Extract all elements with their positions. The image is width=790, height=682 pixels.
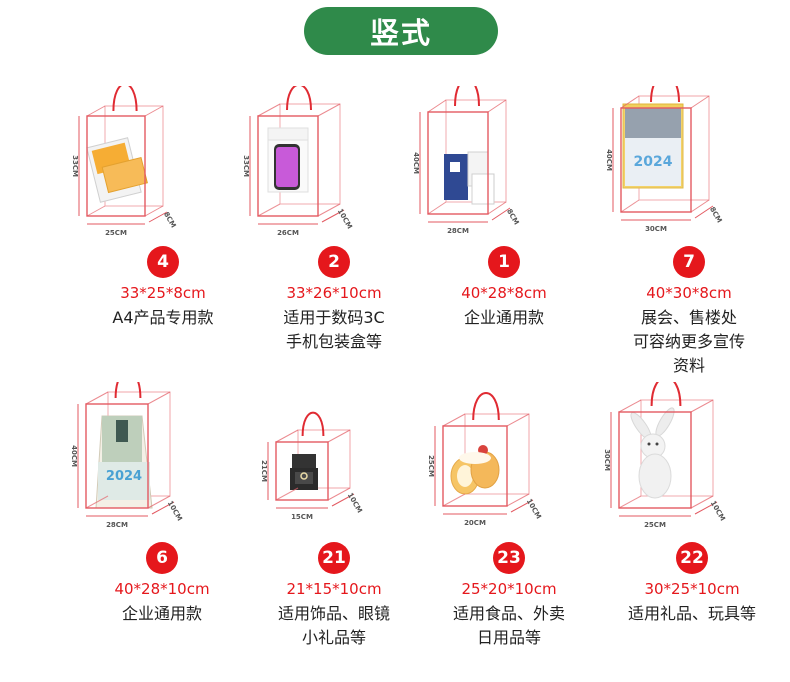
bag-illustration: 40CM 28CM 8CM	[412, 86, 520, 235]
product-card: 30CM 25CM 10CM 22 30*25*10cm 适用礼品、玩具等	[594, 382, 790, 682]
model-number-badge: 4	[147, 246, 179, 278]
bag-dimensions: 25*20*10cm	[461, 580, 557, 598]
bag-illustration: 33CM 26CM 10CM	[242, 86, 354, 236]
bag-dimensions: 30*25*10cm	[644, 580, 740, 598]
bag-front	[86, 115, 146, 217]
bag-handle	[454, 86, 480, 107]
bag-illustration: 30CM 25CM 10CM	[603, 382, 727, 529]
description-line: 资料	[672, 356, 705, 375]
depth-label: 10CM	[709, 500, 727, 523]
description-line: 日用品等	[476, 628, 541, 647]
depth-label: 10CM	[166, 500, 184, 523]
description-line: 企业通用款	[121, 604, 202, 623]
width-label: 30CM	[645, 225, 667, 233]
section-title: 竖式	[304, 7, 498, 55]
bag-dimensions: 40*30*8cm	[646, 284, 732, 302]
height-label: 25CM	[427, 455, 435, 477]
width-label: 26CM	[277, 229, 299, 236]
bag-description: 适用礼品、玩具等	[594, 602, 790, 626]
bag-handle	[650, 382, 682, 407]
height-label: 30CM	[603, 449, 611, 471]
width-label: 28CM	[106, 521, 128, 529]
calendar-year-text: 2024	[106, 469, 142, 484]
bag-description: 企业通用款	[64, 602, 260, 626]
calendar-year-text: 2024	[634, 154, 673, 170]
bag-description: A4产品专用款	[65, 306, 261, 330]
bag-dimensions: 40*28*8cm	[461, 284, 547, 302]
bag-description: 展会、售楼处可容纳更多宣传资料	[591, 306, 787, 378]
bag-handle	[650, 86, 680, 103]
depth-label: 10CM	[525, 498, 543, 521]
description-line: 展会、售楼处	[640, 308, 737, 327]
description-line: 适用礼品、玩具等	[627, 604, 756, 623]
depth-label: 10CM	[336, 208, 354, 231]
description-line: 小礼品等	[301, 628, 366, 647]
description-line: 适用饰品、眼镜	[277, 604, 390, 623]
bag-handle	[472, 392, 500, 421]
description-line: 可容纳更多宣传	[632, 332, 745, 351]
width-label: 15CM	[291, 513, 313, 521]
height-label: 40CM	[70, 445, 78, 467]
height-label: 33CM	[71, 155, 79, 177]
bag-dimensions: 33*25*8cm	[120, 284, 206, 302]
description-line: 适用食品、外卖	[452, 604, 565, 623]
bag-dimensions: 33*26*10cm	[286, 284, 382, 302]
bag-illustration: 25CM 20CM 10CM	[427, 392, 543, 527]
bag-dimensions: 40*28*10cm	[114, 580, 210, 598]
product-card: 33CM 26CM 10CM 2 33*26*10cm 适用于数码3C 手机包装盒等	[236, 86, 432, 386]
model-number-badge: 7	[673, 246, 705, 278]
width-label: 25CM	[644, 521, 666, 529]
bag-illustration: 2024 40CM 28CM 10CM	[70, 382, 184, 529]
height-label: 21CM	[260, 460, 268, 482]
bag-front	[257, 115, 319, 217]
depth-label: 8CM	[708, 206, 723, 225]
width-label: 28CM	[447, 227, 469, 235]
bag-handle	[301, 411, 325, 437]
description-line: 适用于数码3C	[283, 308, 385, 327]
bag-front	[620, 107, 692, 213]
depth-label: 8CM	[162, 211, 177, 230]
model-number-badge: 23	[493, 542, 525, 574]
bag-description: 适用于数码3C 手机包装盒等	[236, 306, 432, 354]
bag-illustration: 33CM 25CM 8CM	[71, 86, 177, 236]
bag-illustration: 21CM 15CM 10CM	[260, 411, 364, 521]
description-line: A4产品专用款	[112, 308, 214, 327]
depth-label: 8CM	[505, 208, 520, 227]
model-number-badge: 6	[146, 542, 178, 574]
bag-description: 适用饰品、眼镜小礼品等	[236, 602, 432, 650]
product-card: 21CM 15CM 10CM 21 21*15*10cm 适用饰品、眼镜小礼品等	[236, 382, 432, 682]
width-label: 25CM	[105, 229, 127, 236]
height-label: 40CM	[412, 152, 420, 174]
product-card: 40CM 28CM 8CM 1 40*28*8cm 企业通用款	[406, 86, 602, 386]
width-label: 20CM	[464, 519, 486, 527]
model-number-badge: 22	[676, 542, 708, 574]
bag-handle	[112, 86, 138, 112]
bag-description: 适用食品、外卖日用品等	[411, 602, 607, 650]
bag-illustration: 2024 40CM 30CM 8CM	[605, 86, 723, 233]
model-number-badge: 2	[318, 246, 350, 278]
product-card: 25CM 20CM 10CM 23 25*20*10cm 适用食品、外卖日用品等	[411, 382, 607, 682]
bag-front	[275, 441, 329, 501]
description-line: 手机包装盒等	[285, 332, 382, 351]
bag-handle	[114, 382, 142, 399]
description-line: 企业通用款	[463, 308, 544, 327]
bag-front	[85, 403, 149, 509]
model-number-badge: 1	[488, 246, 520, 278]
bag-front	[427, 111, 489, 215]
height-label: 40CM	[605, 149, 613, 171]
height-label: 33CM	[242, 155, 250, 177]
product-card: 2024 40CM 28CM 10CM 6 40*28*10cm 企业通用款	[64, 382, 260, 682]
bag-dimensions: 21*15*10cm	[286, 580, 382, 598]
model-number-badge: 21	[318, 542, 350, 574]
bag-front	[442, 425, 508, 507]
bag-front	[618, 411, 692, 509]
bag-handle	[286, 86, 312, 111]
depth-label: 10CM	[346, 492, 364, 515]
bag-description: 企业通用款	[406, 306, 602, 330]
